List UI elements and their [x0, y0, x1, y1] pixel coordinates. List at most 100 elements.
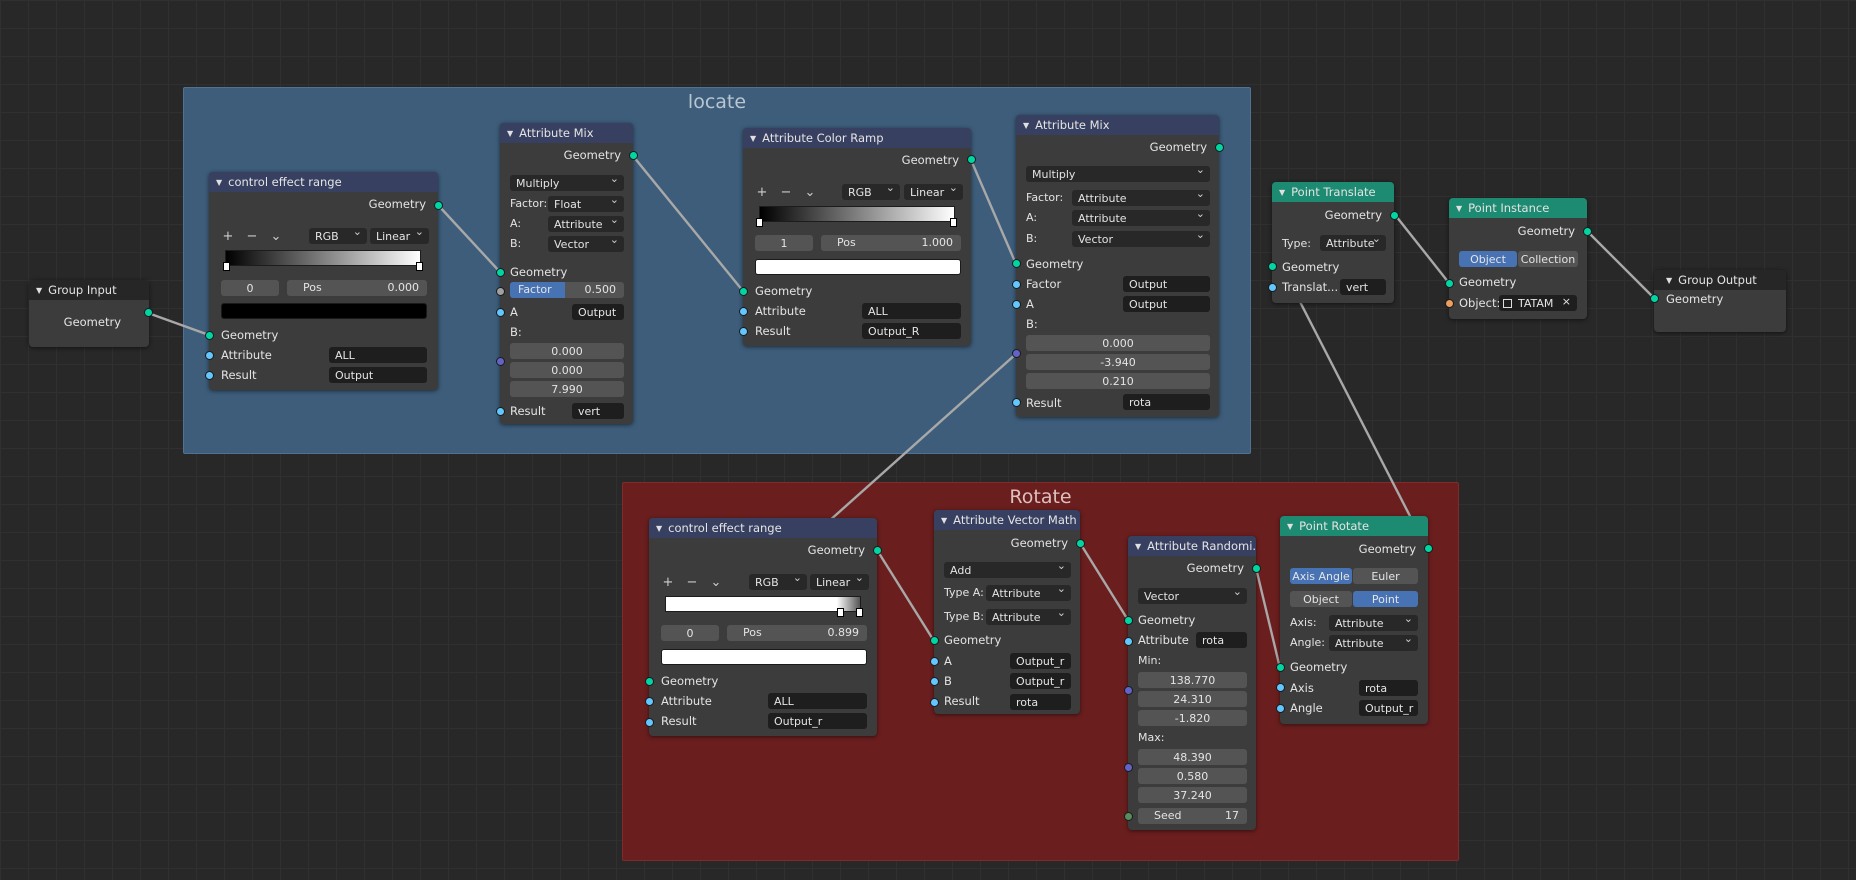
randomize-in-seed-socket[interactable] — [1124, 812, 1133, 821]
rotate-in-geometry-socket[interactable] — [1276, 663, 1285, 672]
data-type-dropdown[interactable]: Vector — [1138, 588, 1247, 604]
node-header[interactable]: ▼Group Input — [29, 280, 149, 300]
node-header[interactable]: ▼Attribute Randomi... — [1128, 536, 1256, 556]
mix2-in-result-socket[interactable] — [1012, 398, 1021, 407]
cer1-in-attribute-socket[interactable] — [205, 351, 214, 360]
axis-attribute-field[interactable]: rota — [1359, 680, 1418, 696]
instance-type-collection-button[interactable]: Collection — [1518, 251, 1578, 267]
randomize-in-max-socket[interactable] — [1124, 763, 1133, 772]
mix2-out-geometry-socket[interactable] — [1215, 143, 1224, 152]
randomize-in-attribute-socket[interactable] — [1124, 637, 1133, 646]
color-mode-dropdown[interactable]: RGB — [749, 574, 807, 590]
a-attribute-field[interactable]: Output — [572, 304, 624, 320]
ramp-stop-handle[interactable] — [416, 262, 423, 271]
b-attribute-field[interactable]: Output_r — [1010, 673, 1071, 689]
axis-type-dropdown[interactable]: Attribute — [1329, 615, 1418, 631]
rotation-type-axis-angle-button[interactable]: Axis Angle — [1290, 568, 1352, 584]
instance-out-geometry-socket[interactable] — [1583, 227, 1592, 236]
active-stop-index[interactable]: 0 — [221, 280, 279, 296]
min-z-field[interactable]: -1.820 — [1138, 710, 1247, 726]
cer1-out-geometry-socket[interactable] — [434, 201, 443, 210]
factor-type-dropdown[interactable]: Attribute — [1072, 190, 1210, 206]
result-name-field[interactable]: Output_r — [768, 713, 867, 729]
collapse-caret-icon[interactable]: ▼ — [1666, 275, 1673, 285]
attribute-name-field[interactable]: ALL — [862, 303, 961, 319]
collapse-caret-icon[interactable]: ▼ — [750, 133, 757, 143]
mix2-in-factor-socket[interactable] — [1012, 280, 1021, 289]
b-x-field[interactable]: 0.000 — [1026, 335, 1210, 351]
randomize-in-min-socket[interactable] — [1124, 686, 1133, 695]
node-header[interactable]: ▼Point Rotate — [1280, 516, 1428, 536]
translation-attribute-field[interactable]: vert — [1340, 279, 1386, 295]
color-ramp-widget[interactable] — [759, 206, 955, 222]
attribute-name-field[interactable]: ALL — [768, 693, 867, 709]
cer1-in-result-socket[interactable] — [205, 371, 214, 380]
collapse-caret-icon[interactable]: ▼ — [1456, 203, 1463, 213]
ramp-stop-handle[interactable] — [756, 218, 763, 227]
color-mode-dropdown[interactable]: RGB — [309, 228, 367, 244]
mix1-in-factor-socket[interactable] — [496, 287, 505, 296]
ramp-stop-handle[interactable] — [856, 608, 863, 617]
translate-in-geometry-socket[interactable] — [1268, 262, 1277, 271]
color-mode-dropdown[interactable]: RGB — [842, 184, 900, 200]
b-z-field[interactable]: 0.210 — [1026, 373, 1210, 389]
collapse-caret-icon[interactable]: ▼ — [36, 285, 43, 295]
node-attribute-mix-2[interactable]: ▼Attribute Mix Geometry Multiply Factor:… — [1016, 115, 1219, 417]
cer2-in-geometry-socket[interactable] — [645, 677, 654, 686]
vmath-in-geometry-socket[interactable] — [930, 636, 939, 645]
mix1-in-a-socket[interactable] — [496, 308, 505, 317]
node-header[interactable]: ▼control effect range — [649, 518, 877, 538]
vmath-in-result-socket[interactable] — [930, 698, 939, 707]
min-x-field[interactable]: 138.770 — [1138, 672, 1247, 688]
ramp1-in-result-socket[interactable] — [739, 327, 748, 336]
node-header[interactable]: ▼Attribute Mix — [500, 123, 633, 143]
vmath-out-geometry-socket[interactable] — [1076, 539, 1085, 548]
translate-in-translation-socket[interactable] — [1268, 283, 1277, 292]
object-picker-field[interactable]: TATAM × — [1499, 295, 1577, 311]
node-group-input[interactable]: ▼Group Input Geometry — [29, 280, 153, 347]
result-name-field[interactable]: rota — [1123, 394, 1210, 410]
angle-attribute-field[interactable]: Output_r — [1359, 700, 1418, 716]
b-x-field[interactable]: 0.000 — [510, 343, 624, 359]
node-header[interactable]: ▼Point Instance — [1449, 198, 1587, 218]
collapse-caret-icon[interactable]: ▼ — [216, 177, 223, 187]
output-in-geometry-socket[interactable] — [1650, 294, 1659, 303]
ramp-menu-button[interactable]: ⌄ — [270, 228, 282, 244]
randomize-in-geometry-socket[interactable] — [1124, 616, 1133, 625]
instance-in-object-socket[interactable] — [1445, 299, 1454, 308]
remove-stop-button[interactable]: − — [246, 228, 258, 244]
node-attribute-randomize[interactable]: ▼Attribute Randomi... Geometry Vector Ge… — [1128, 536, 1256, 830]
node-header[interactable]: ▼Attribute Mix — [1016, 115, 1219, 135]
b-type-dropdown[interactable]: Vector — [1072, 231, 1210, 247]
node-attribute-vector-math[interactable]: ▼Attribute Vector Math Geometry Add Type… — [934, 510, 1080, 714]
ramp1-in-attribute-socket[interactable] — [739, 307, 748, 316]
remove-stop-button[interactable]: − — [780, 184, 792, 200]
cer2-in-result-socket[interactable] — [645, 718, 654, 727]
node-header[interactable]: ▼Point Translate — [1272, 182, 1394, 202]
node-header[interactable]: ▼Group Output — [1654, 270, 1786, 290]
add-stop-button[interactable]: + — [756, 184, 768, 200]
b-type-dropdown[interactable]: Vector — [548, 236, 624, 252]
node-control-effect-range-2[interactable]: ▼control effect range Geometry +−⌄ RGB L… — [649, 518, 877, 736]
result-name-field[interactable]: Output — [329, 367, 427, 383]
a-attribute-field[interactable]: Output — [1123, 296, 1210, 312]
ramp-menu-button[interactable]: ⌄ — [804, 184, 816, 200]
space-object-button[interactable]: Object — [1290, 591, 1352, 607]
vmath-in-a-socket[interactable] — [930, 657, 939, 666]
space-point-button[interactable]: Point — [1353, 591, 1418, 607]
translation-type-dropdown[interactable]: Attribute — [1320, 235, 1386, 251]
stop-color-swatch[interactable] — [755, 259, 961, 275]
out-geometry-socket[interactable] — [144, 308, 153, 317]
node-point-translate[interactable]: ▼Point Translate Geometry Type: Attribut… — [1272, 182, 1394, 303]
stop-color-swatch[interactable] — [661, 649, 867, 665]
node-attribute-color-ramp[interactable]: ▼Attribute Color Ramp Geometry +−⌄ RGB L… — [743, 128, 971, 346]
factor-attribute-field[interactable]: Output — [1123, 276, 1210, 292]
add-stop-button[interactable]: + — [662, 574, 674, 590]
remove-stop-button[interactable]: − — [686, 574, 698, 590]
node-group-output[interactable]: ▼Group Output Geometry — [1654, 270, 1786, 332]
cer2-out-geometry-socket[interactable] — [873, 546, 882, 555]
result-name-field[interactable]: vert — [572, 403, 624, 419]
